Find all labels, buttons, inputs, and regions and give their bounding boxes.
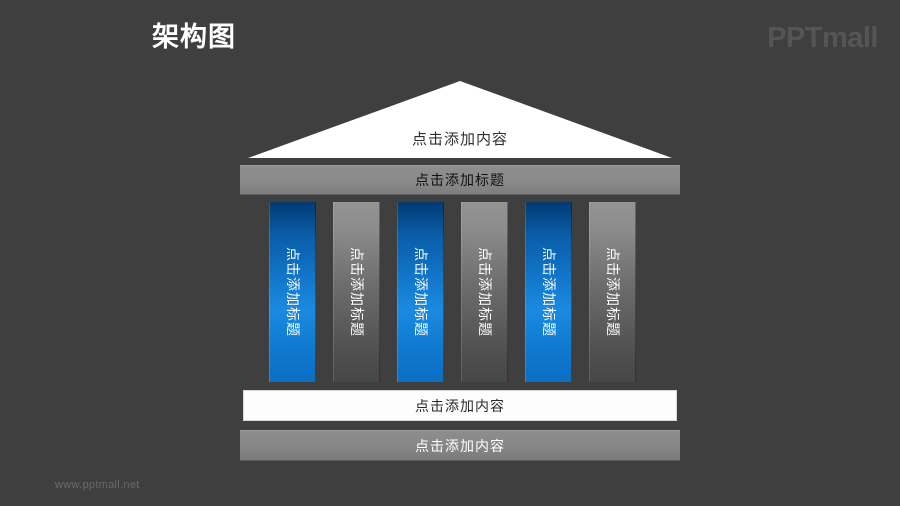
column-6[interactable]: 点击添加标题 [589, 202, 636, 382]
column-3-label: 点击添加标题 [412, 247, 429, 337]
column-4[interactable]: 点击添加标题 [461, 202, 508, 382]
roof-triangle[interactable]: 点击添加内容 [248, 81, 672, 158]
column-2[interactable]: 点击添加标题 [333, 202, 380, 382]
columns-group: 点击添加标题 点击添加标题 点击添加标题 点击添加标题 点击添加标题 点击添加标… [269, 202, 637, 382]
column-2-label: 点击添加标题 [348, 247, 365, 337]
column-5[interactable]: 点击添加标题 [525, 202, 572, 382]
stylobate-bar[interactable]: 点击添加内容 [243, 390, 677, 421]
column-3[interactable]: 点击添加标题 [397, 202, 444, 382]
roof-triangle-shape [248, 81, 672, 158]
column-5-label: 点击添加标题 [540, 247, 557, 337]
column-1-label: 点击添加标题 [284, 247, 301, 337]
roof-label: 点击添加内容 [411, 131, 508, 148]
entablature-label: 点击添加标题 [415, 172, 505, 188]
column-6-label: 点击添加标题 [604, 247, 621, 337]
stylobate-label: 点击添加内容 [415, 397, 505, 414]
footer-url: www.pptmall.net [55, 479, 140, 491]
column-4-label: 点击添加标题 [476, 247, 493, 337]
base-bar[interactable]: 点击添加内容 [240, 430, 680, 461]
entablature-bar[interactable]: 点击添加标题 [240, 165, 680, 195]
column-1[interactable]: 点击添加标题 [269, 202, 316, 382]
base-label: 点击添加内容 [415, 437, 505, 454]
brand-logo: PPTmall [767, 22, 878, 54]
page-title: 架构图 [152, 22, 236, 52]
